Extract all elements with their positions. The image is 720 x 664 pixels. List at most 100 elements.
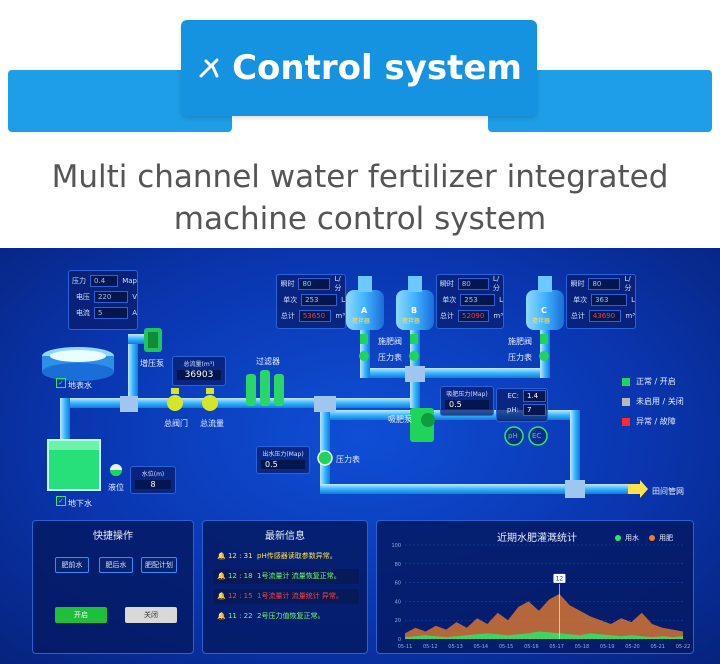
fert-legend-dot [649,535,655,541]
start-button[interactable]: 开启 [55,607,107,623]
pipeline-diagram [42,276,648,498]
y-tick-label: 80 [395,562,401,568]
label-field-network: 田间管网 [652,487,684,496]
chart-title: 近期水肥灌溉统计 [497,533,577,544]
label-booster-pump: 增压泵 [140,359,164,368]
news-item[interactable]: 🔔 11 : 22 2号压力值恢复正常。 [217,612,325,620]
off-swatch [622,397,630,406]
check-icon: ✓ [56,378,66,388]
annotation-box [553,573,566,583]
outlet-pressure-readout: 出水压力(Map) 0.5 [256,446,310,474]
label-ec: EC [532,432,542,440]
annotation-label: 12 [556,575,564,582]
tank-c-name: C [541,306,547,315]
x-tick-label: 05-21 [650,644,665,650]
subtitle-line-2: machine control system [173,201,547,237]
groundwater-tank [47,439,101,491]
tank-a-name: A [361,306,368,315]
y-tick-label: 20 [395,618,401,624]
label-surface-water: 地表水 [68,381,92,390]
page-title: Control system [232,48,522,88]
news-panel: 最新信息 🔔 12 : 31 pH传感器读取参数异常。 🔔 12 : 18 1号… [202,520,368,654]
news-item[interactable]: 🔔 12 : 31 pH传感器读取参数异常。 [217,552,337,560]
x-tick-label: 05-20 [625,644,640,650]
x-tick-label: 05-13 [448,644,463,650]
label-ph: pH [508,432,518,440]
series-fert-area [405,593,683,639]
post-fert-water-button[interactable]: 肥后水 [99,557,133,573]
y-tick-label: 60 [395,581,401,587]
ph-value: 7 [523,404,546,416]
label-suction-pump: 吸肥泵 [388,415,412,424]
fert-plan-button[interactable]: 肥配计划 [141,557,177,573]
label-groundwater: 地下水 [68,499,92,508]
level-value: 8 [135,480,171,489]
stop-button[interactable]: 关闭 [125,607,177,623]
label-pressure-gauge-right: 压力表 [508,353,532,362]
ok-swatch [622,377,630,386]
pre-fert-water-button[interactable]: 肥前水 [55,557,89,573]
label-filter: 过滤器 [256,357,280,366]
booster-pump [144,328,162,352]
chart-legend: 用水 用肥 [615,533,673,543]
water-legend-dot [615,535,621,541]
surface-water-basin [42,347,114,381]
y-tick-label: 40 [395,599,401,605]
legend-ok: 正常 / 开启 [622,376,676,387]
fault-swatch [622,417,630,426]
bell-icon: 🔔 [217,612,226,620]
label-fert-valve-right: 施肥阀 [508,337,532,346]
wrench-icon [199,58,219,78]
x-tick-label: 05-19 [600,644,615,650]
pump-pressure-value: 0.4 [90,275,119,287]
x-tick-label: 05-15 [499,644,514,650]
y-tick-label: 0 [398,637,401,643]
label-pressure-gauge-left: 压力表 [378,353,402,362]
total-flow-value: 36903 [177,370,221,380]
tank-b [396,276,434,330]
legend-off: 未启用 / 关闭 [622,396,684,407]
tank-c-tag: 搅拌器 [532,318,551,325]
legend-fault: 异常 / 故障 [622,416,676,427]
bell-icon: 🔔 [217,572,226,580]
main-valve [167,388,183,411]
suction-pressure-readout: 吸肥压力(Map) 0.5 [440,386,494,416]
x-tick-label: 05-12 [423,644,438,650]
x-tick-label: 05-18 [575,644,590,650]
quick-ops-title: 快捷操作 [93,531,133,542]
news-item[interactable]: 🔔 12 : 18 1号流量计 流量恢复正常。 [213,569,359,584]
outlet-pressure-value: 0.5 [261,460,305,469]
label-fert-valve-left: 施肥阀 [378,337,402,346]
x-tick-label: 05-22 [676,644,691,650]
subtitle-line-1: Multi channel water fertilizer integrate… [51,159,669,195]
x-tick-label: 05-17 [549,644,564,650]
label-level: 液位 [108,483,124,492]
news-item[interactable]: 🔔 12 : 15 1号流量计 流量统计 异常。 [213,589,359,604]
filter-unit [246,370,284,406]
label-main-valve: 总阀门 [164,419,188,428]
page-subtitle: Multi channel water fertilizer integrate… [0,156,720,240]
label-total-flow: 总流量 [200,419,224,428]
ec-value: 1.4 [523,390,546,402]
suction-pressure-value: 0.5 [445,400,489,409]
ec-ph-readout: EC:1.4 pH:7 [496,388,548,422]
level-readout: 水位(m) 8 [130,466,176,494]
x-tick-label: 05-16 [524,644,539,650]
tank-a-tag: 搅拌器 [352,318,371,325]
bell-icon: 🔔 [217,592,226,600]
series-water-area [405,631,683,639]
tank-b-tag: 搅拌器 [402,318,421,325]
tank-a [346,276,384,330]
label-pressure-gauge-mid: 压力表 [336,455,360,464]
pump-voltage-value: 220 [93,291,129,303]
flow-meter [202,388,218,411]
